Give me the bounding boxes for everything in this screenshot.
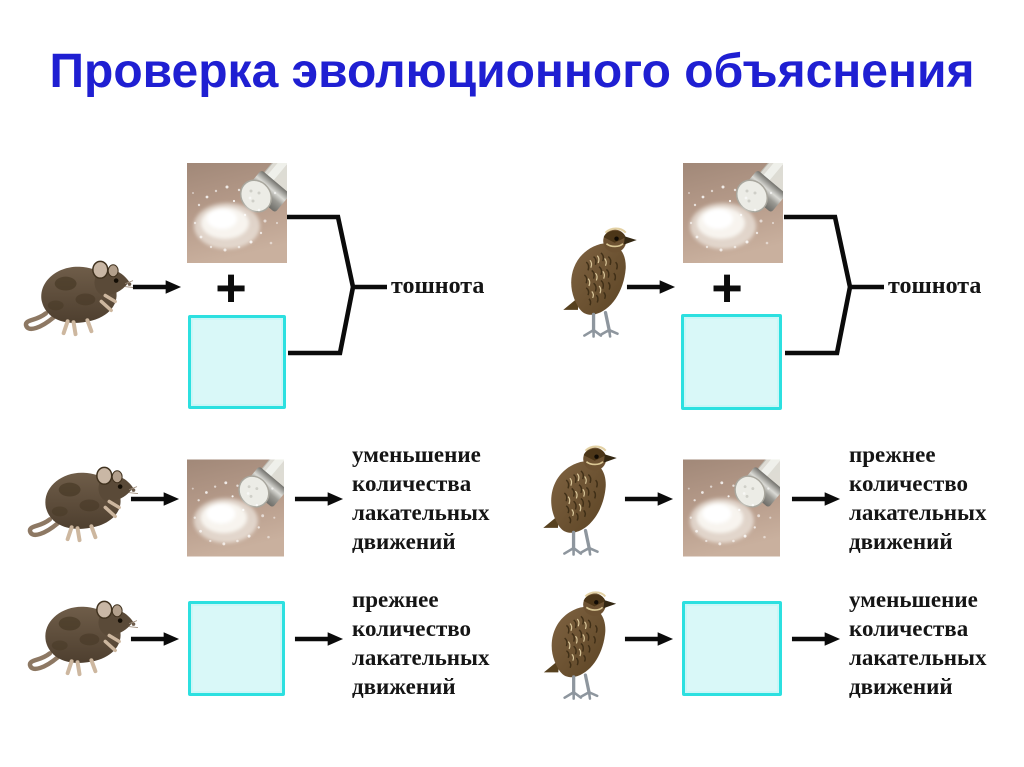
arrow-right-icon: [626, 279, 676, 295]
nausea-label: тошнота: [391, 273, 485, 299]
cyan-square-stimulus: [188, 601, 285, 696]
arrow-right-icon: [624, 631, 674, 647]
arrow-right-icon: [132, 279, 182, 295]
arrow-right-icon: [294, 631, 344, 647]
cyan-square-stimulus: [681, 314, 782, 410]
arrow-right-icon: [791, 491, 841, 507]
plus-sign: +: [711, 258, 743, 318]
page-title: Проверка эволюционного объяснения: [49, 45, 975, 98]
arrow-right-icon: [130, 491, 180, 507]
cyan-square-stimulus: [188, 315, 286, 409]
plus-sign: +: [215, 258, 247, 318]
nausea-label: тошнота: [888, 273, 982, 299]
outcome-label: прежнее количество лакательных движений: [352, 587, 490, 699]
powder-with-shaker-photo: [683, 163, 783, 263]
rat-image: [26, 584, 140, 688]
combining-brace: [782, 210, 888, 360]
cyan-square-stimulus: [682, 601, 782, 696]
quail-image: [538, 582, 622, 704]
powder-with-shaker-photo: [187, 163, 287, 263]
arrow-right-icon: [791, 631, 841, 647]
quail-image: [538, 436, 622, 560]
outcome-label: прежнее количество лакательных движений: [849, 442, 987, 554]
outcome-label: уменьшение количества лакательных движен…: [849, 587, 987, 699]
rat-image: [26, 450, 140, 554]
powder-with-shaker-photo: [187, 459, 284, 557]
combining-brace: [285, 210, 391, 360]
powder-with-shaker-photo: [683, 459, 780, 557]
rat-image: [22, 244, 136, 348]
arrow-right-icon: [130, 631, 180, 647]
arrow-right-icon: [294, 491, 344, 507]
arrow-right-icon: [624, 491, 674, 507]
outcome-label: уменьшение количества лакательных движен…: [352, 442, 490, 554]
